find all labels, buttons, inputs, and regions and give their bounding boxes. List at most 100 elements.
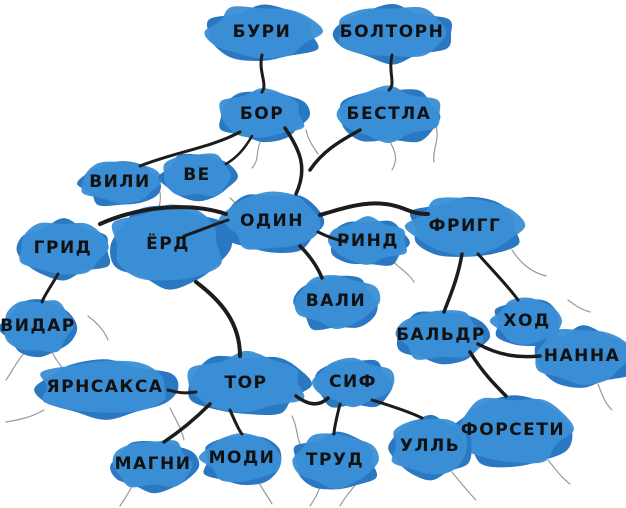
- node-label-forseti: ФОРСЕТИ: [461, 420, 565, 440]
- root-tendril: [305, 129, 319, 155]
- labels-layer: БУРИ БОЛТОРН БОР БЕСТЛА ВИЛИ ВЕ ОДИН ФРИГГ ГРИД Ё…: [0, 22, 621, 474]
- node-blob: [163, 153, 231, 197]
- node-blob: [40, 360, 166, 413]
- branch-odin-vali: [298, 244, 324, 280]
- branch-bor-vili: [138, 130, 242, 168]
- node-blob: [391, 418, 468, 475]
- node-label-magni: МАГНИ: [115, 454, 192, 474]
- node-blob: [336, 85, 441, 144]
- root-tendril: [5, 409, 45, 423]
- node-ve: [158, 153, 238, 202]
- node-label-bestla: БЕСТЛА: [347, 104, 432, 124]
- node-ull: [388, 414, 472, 481]
- node-label-jord: ЁРД: [146, 232, 190, 254]
- node-blob: [81, 161, 162, 204]
- node-frigg: [404, 196, 526, 257]
- roots-layer: [5, 125, 613, 507]
- branch-baldr-nanna: [476, 342, 542, 359]
- root-tendril: [5, 351, 26, 381]
- root-tendril: [119, 485, 133, 507]
- node-blob: [327, 216, 407, 265]
- node-hod: [489, 297, 563, 347]
- node-vili: [77, 161, 162, 207]
- branch-jord-thor: [194, 280, 242, 358]
- node-blob: [4, 300, 74, 353]
- branch-thor-modi: [228, 408, 244, 436]
- node-vali: [293, 275, 381, 331]
- node-label-ve: ВЕ: [183, 165, 211, 185]
- node-label-frigg: ФРИГГ: [429, 216, 502, 236]
- node-blob: [489, 297, 563, 345]
- node-nanna: [534, 325, 626, 388]
- node-grid: [16, 218, 111, 281]
- node-modi: [198, 433, 282, 486]
- node-blob: [535, 329, 626, 385]
- node-label-vidar: ВИДАР: [0, 316, 75, 336]
- node-forseti: [449, 395, 574, 468]
- node-thor: [187, 350, 312, 416]
- branch-buri-bor: [259, 53, 266, 94]
- root-tendril: [433, 125, 438, 163]
- node-trud: [292, 431, 379, 490]
- node-blob: [457, 397, 574, 464]
- node-blob: [292, 433, 379, 490]
- node-label-grid: ГРИД: [34, 238, 93, 258]
- node-label-boltorn: БОЛТОРН: [340, 22, 445, 42]
- branch-thor-sif: [294, 394, 330, 406]
- root-tendril: [388, 139, 397, 171]
- root-tendril: [291, 415, 303, 449]
- branch-boltorn-bestla: [387, 53, 394, 92]
- root-tendril: [251, 137, 263, 169]
- node-label-thor: ТОР: [224, 373, 267, 393]
- node-label-hod: ХОД: [503, 311, 550, 331]
- node-blob: [218, 191, 321, 250]
- root-tendril: [87, 315, 109, 341]
- blobs-layer: [0, 3, 626, 494]
- root-tendril: [451, 471, 477, 501]
- branch-odin-rind: [316, 230, 348, 244]
- node-sif: [311, 357, 395, 408]
- node-label-vili: ВИЛИ: [89, 172, 151, 192]
- node-label-ull: УЛЛЬ: [400, 436, 460, 456]
- root-tendril: [511, 249, 547, 277]
- root-tendril: [597, 383, 613, 411]
- node-label-modi: МОДИ: [209, 448, 276, 468]
- root-tendril: [547, 459, 571, 485]
- node-blob: [19, 222, 109, 275]
- branch-odin-frigg: [318, 201, 430, 217]
- node-label-odin: ОДИН: [240, 211, 304, 231]
- node-label-nanna: НАННА: [544, 346, 621, 366]
- node-baldr: [395, 310, 491, 365]
- branch-bestla-odin: [308, 128, 362, 172]
- node-blob: [204, 6, 324, 59]
- branch-odin-jord: [182, 218, 230, 238]
- node-magni: [110, 440, 200, 494]
- branch-frigg-hod: [476, 252, 520, 302]
- node-label-buri: БУРИ: [233, 22, 292, 42]
- node-buri: [204, 4, 324, 61]
- branch-thor-magni: [162, 402, 212, 444]
- node-label-sif: СИФ: [329, 372, 377, 392]
- node-label-trud: ТРУД: [306, 450, 364, 470]
- root-tendril: [567, 299, 591, 313]
- node-blob: [294, 275, 381, 330]
- branches-layer: [40, 53, 542, 444]
- node-blob: [395, 310, 484, 360]
- node-label-baldr: БАЛЬДР: [396, 325, 486, 345]
- root-tendril: [309, 485, 321, 507]
- branch-bor-odin: [283, 126, 304, 196]
- node-label-bor: БОР: [240, 104, 284, 124]
- branch-thor-jarnsaxa: [166, 388, 198, 395]
- node-bestla: [336, 85, 441, 144]
- node-blob: [219, 88, 305, 138]
- node-blob: [404, 197, 526, 257]
- node-blob: [187, 350, 305, 413]
- branch-sif-trud: [332, 402, 342, 436]
- branch-grid-vidar: [40, 272, 60, 304]
- node-blob: [111, 204, 222, 281]
- node-label-vali: ВАЛИ: [306, 291, 366, 311]
- node-label-jarnsaxa: ЯРНСАКСА: [47, 377, 164, 397]
- node-blob: [198, 433, 282, 482]
- node-odin: [218, 191, 325, 253]
